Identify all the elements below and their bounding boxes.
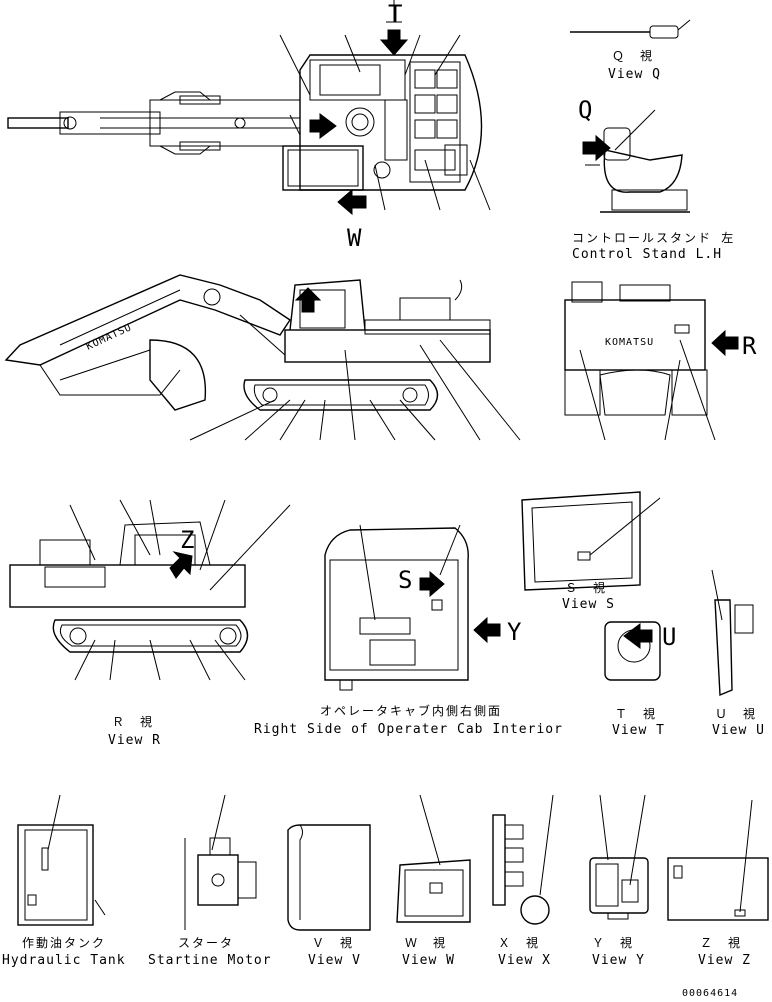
label-s: S bbox=[398, 566, 412, 594]
view-x-en: View X bbox=[498, 953, 551, 968]
view-z-drawing bbox=[667, 799, 769, 921]
starting-motor-en: Startine Motor bbox=[148, 953, 272, 968]
arrow-s-icon bbox=[419, 570, 445, 598]
arrow-z-icon bbox=[169, 551, 193, 579]
starting-motor-jp: スタータ bbox=[178, 936, 234, 950]
side-view-drawing bbox=[4, 274, 491, 411]
view-s-jp: Ｓ 視 bbox=[565, 580, 607, 595]
control-stand-jp: コントロールスタンド 左 bbox=[572, 230, 735, 245]
view-r-en: View R bbox=[108, 733, 161, 748]
hydraulic-tank-jp: 作動油タンク bbox=[22, 936, 106, 950]
view-r-drawing bbox=[9, 499, 291, 681]
rear-view-drawing bbox=[564, 281, 739, 441]
drawing-code: 00064614 bbox=[682, 988, 738, 999]
view-q-en: View Q bbox=[608, 67, 661, 82]
view-s-en: View S bbox=[562, 597, 615, 612]
label-u: U bbox=[662, 623, 676, 651]
view-t-en: View T bbox=[612, 723, 665, 738]
view-v-en: View V bbox=[308, 953, 361, 968]
view-y-en: View Y bbox=[592, 953, 645, 968]
label-w: W bbox=[347, 224, 362, 252]
view-w-jp: Ｗ 視 bbox=[405, 935, 447, 950]
view-v-drawing bbox=[287, 824, 371, 931]
view-q-drawing bbox=[570, 19, 691, 39]
view-w-drawing bbox=[396, 794, 471, 923]
view-t-drawing bbox=[604, 621, 661, 681]
label-t: T bbox=[388, 0, 402, 28]
view-s-drawing bbox=[521, 491, 661, 591]
arrow-w-icon bbox=[337, 188, 367, 216]
view-x-drawing bbox=[492, 794, 554, 925]
view-q-jp: Ｑ 視 bbox=[612, 48, 654, 63]
cab-interior-drawing bbox=[324, 524, 501, 691]
view-u-jp: Ｕ 視 bbox=[715, 706, 757, 721]
view-u-drawing bbox=[711, 569, 754, 697]
top-view-drawing bbox=[7, 0, 491, 216]
view-z-jp: Ｚ 視 bbox=[700, 935, 742, 950]
arrow-r-icon bbox=[711, 329, 739, 357]
label-z: Z bbox=[180, 526, 194, 554]
label-y: Y bbox=[507, 618, 522, 646]
label-q: Q bbox=[578, 96, 592, 124]
hydraulic-tank-en: Hydraulic Tank bbox=[2, 953, 126, 968]
view-r-jp: Ｒ 視 bbox=[112, 714, 154, 729]
view-w-en: View W bbox=[402, 953, 455, 968]
arrow-u-icon bbox=[623, 623, 653, 649]
arrow-y-icon bbox=[473, 616, 501, 644]
cab-interior-jp: オペレータキャブ内側右側面 bbox=[320, 703, 502, 718]
control-stand-drawing bbox=[582, 109, 690, 213]
view-z-en: View Z bbox=[698, 953, 751, 968]
view-y-jp: Ｙ 視 bbox=[592, 935, 634, 950]
view-x-jp: Ｘ 視 bbox=[498, 935, 540, 950]
arrow-s-side-icon bbox=[294, 287, 322, 313]
view-t-jp: Ｔ 視 bbox=[615, 706, 657, 721]
side-view-leaders bbox=[189, 339, 521, 441]
arrow-q-icon bbox=[309, 113, 337, 139]
label-r: R bbox=[742, 332, 757, 360]
view-u-en: View U bbox=[712, 723, 765, 738]
view-y-drawing bbox=[589, 794, 649, 920]
control-stand-en: Control Stand L.H bbox=[572, 247, 722, 262]
arrow-t-icon bbox=[379, 29, 409, 56]
view-v-jp: Ｖ 視 bbox=[312, 935, 354, 950]
brand-boom: KOMATSU bbox=[85, 322, 134, 353]
arrow-q-control-icon bbox=[582, 134, 611, 162]
hydraulic-tank-drawing bbox=[17, 794, 106, 926]
brand-rear: KOMATSU bbox=[605, 337, 654, 348]
starting-motor-drawing bbox=[184, 794, 257, 930]
cab-interior-en: Right Side of Operater Cab Interior bbox=[254, 722, 563, 737]
